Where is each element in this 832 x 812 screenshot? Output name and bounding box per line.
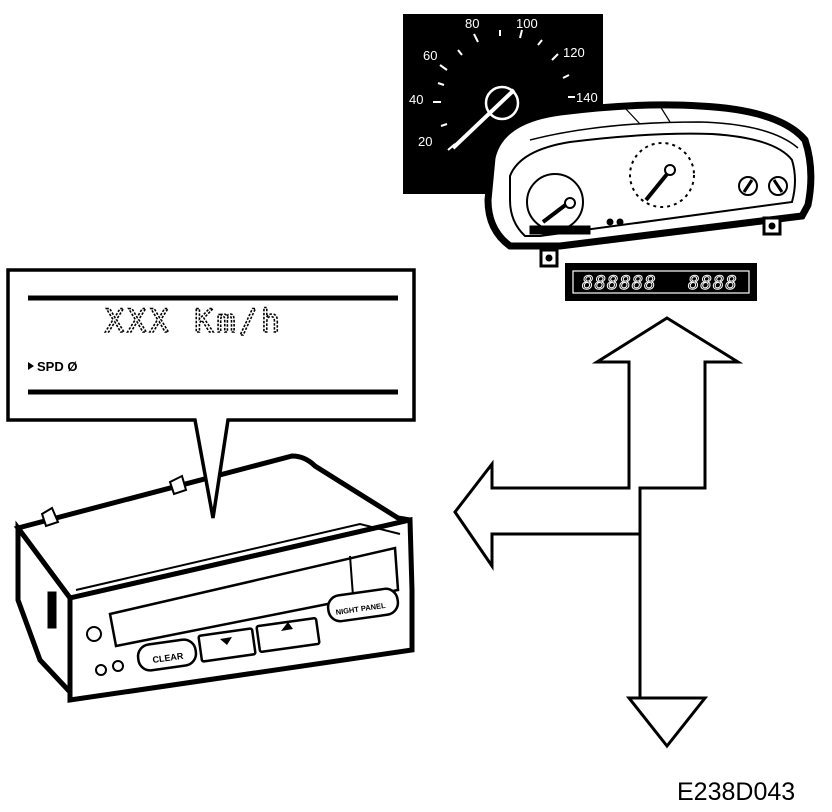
up-arrow-button[interactable]	[255, 616, 321, 654]
dial-label: 100	[516, 16, 538, 31]
down-arrow-button[interactable]	[197, 627, 257, 663]
odometer-display: 888888 8888	[565, 263, 757, 301]
odometer-total-digits: 8888	[688, 272, 738, 294]
dial-label: 80	[465, 16, 479, 31]
dial-label: 40	[409, 92, 423, 107]
dial-label: 20	[418, 134, 432, 149]
clear-button[interactable]: CLEAR	[136, 638, 198, 672]
menu-pointer-icon	[28, 362, 34, 370]
dial-label: 140	[576, 90, 598, 105]
clear-button-label: CLEAR	[152, 651, 185, 665]
odometer-trip-digits: 888888	[582, 272, 657, 294]
night-panel-button[interactable]: NIGHT PANEL	[326, 587, 400, 623]
speedometer-ticks	[433, 29, 575, 151]
dial-label: 120	[563, 45, 585, 60]
signal-flow-arrow	[453, 316, 744, 749]
dial-label: 60	[423, 48, 437, 63]
display-callout: XXX Km/h SPD Ø	[6, 268, 416, 519]
chevron-up-icon	[281, 622, 293, 631]
needle-hub	[484, 85, 520, 121]
callout-menu-label: SPD Ø	[37, 359, 77, 374]
speedometer-needle	[451, 88, 516, 150]
figure-code: E238D043	[677, 778, 795, 806]
callout-display-text: XXX Km/h	[105, 302, 283, 340]
instrument-cluster	[484, 101, 815, 268]
chevron-down-icon	[220, 637, 232, 645]
